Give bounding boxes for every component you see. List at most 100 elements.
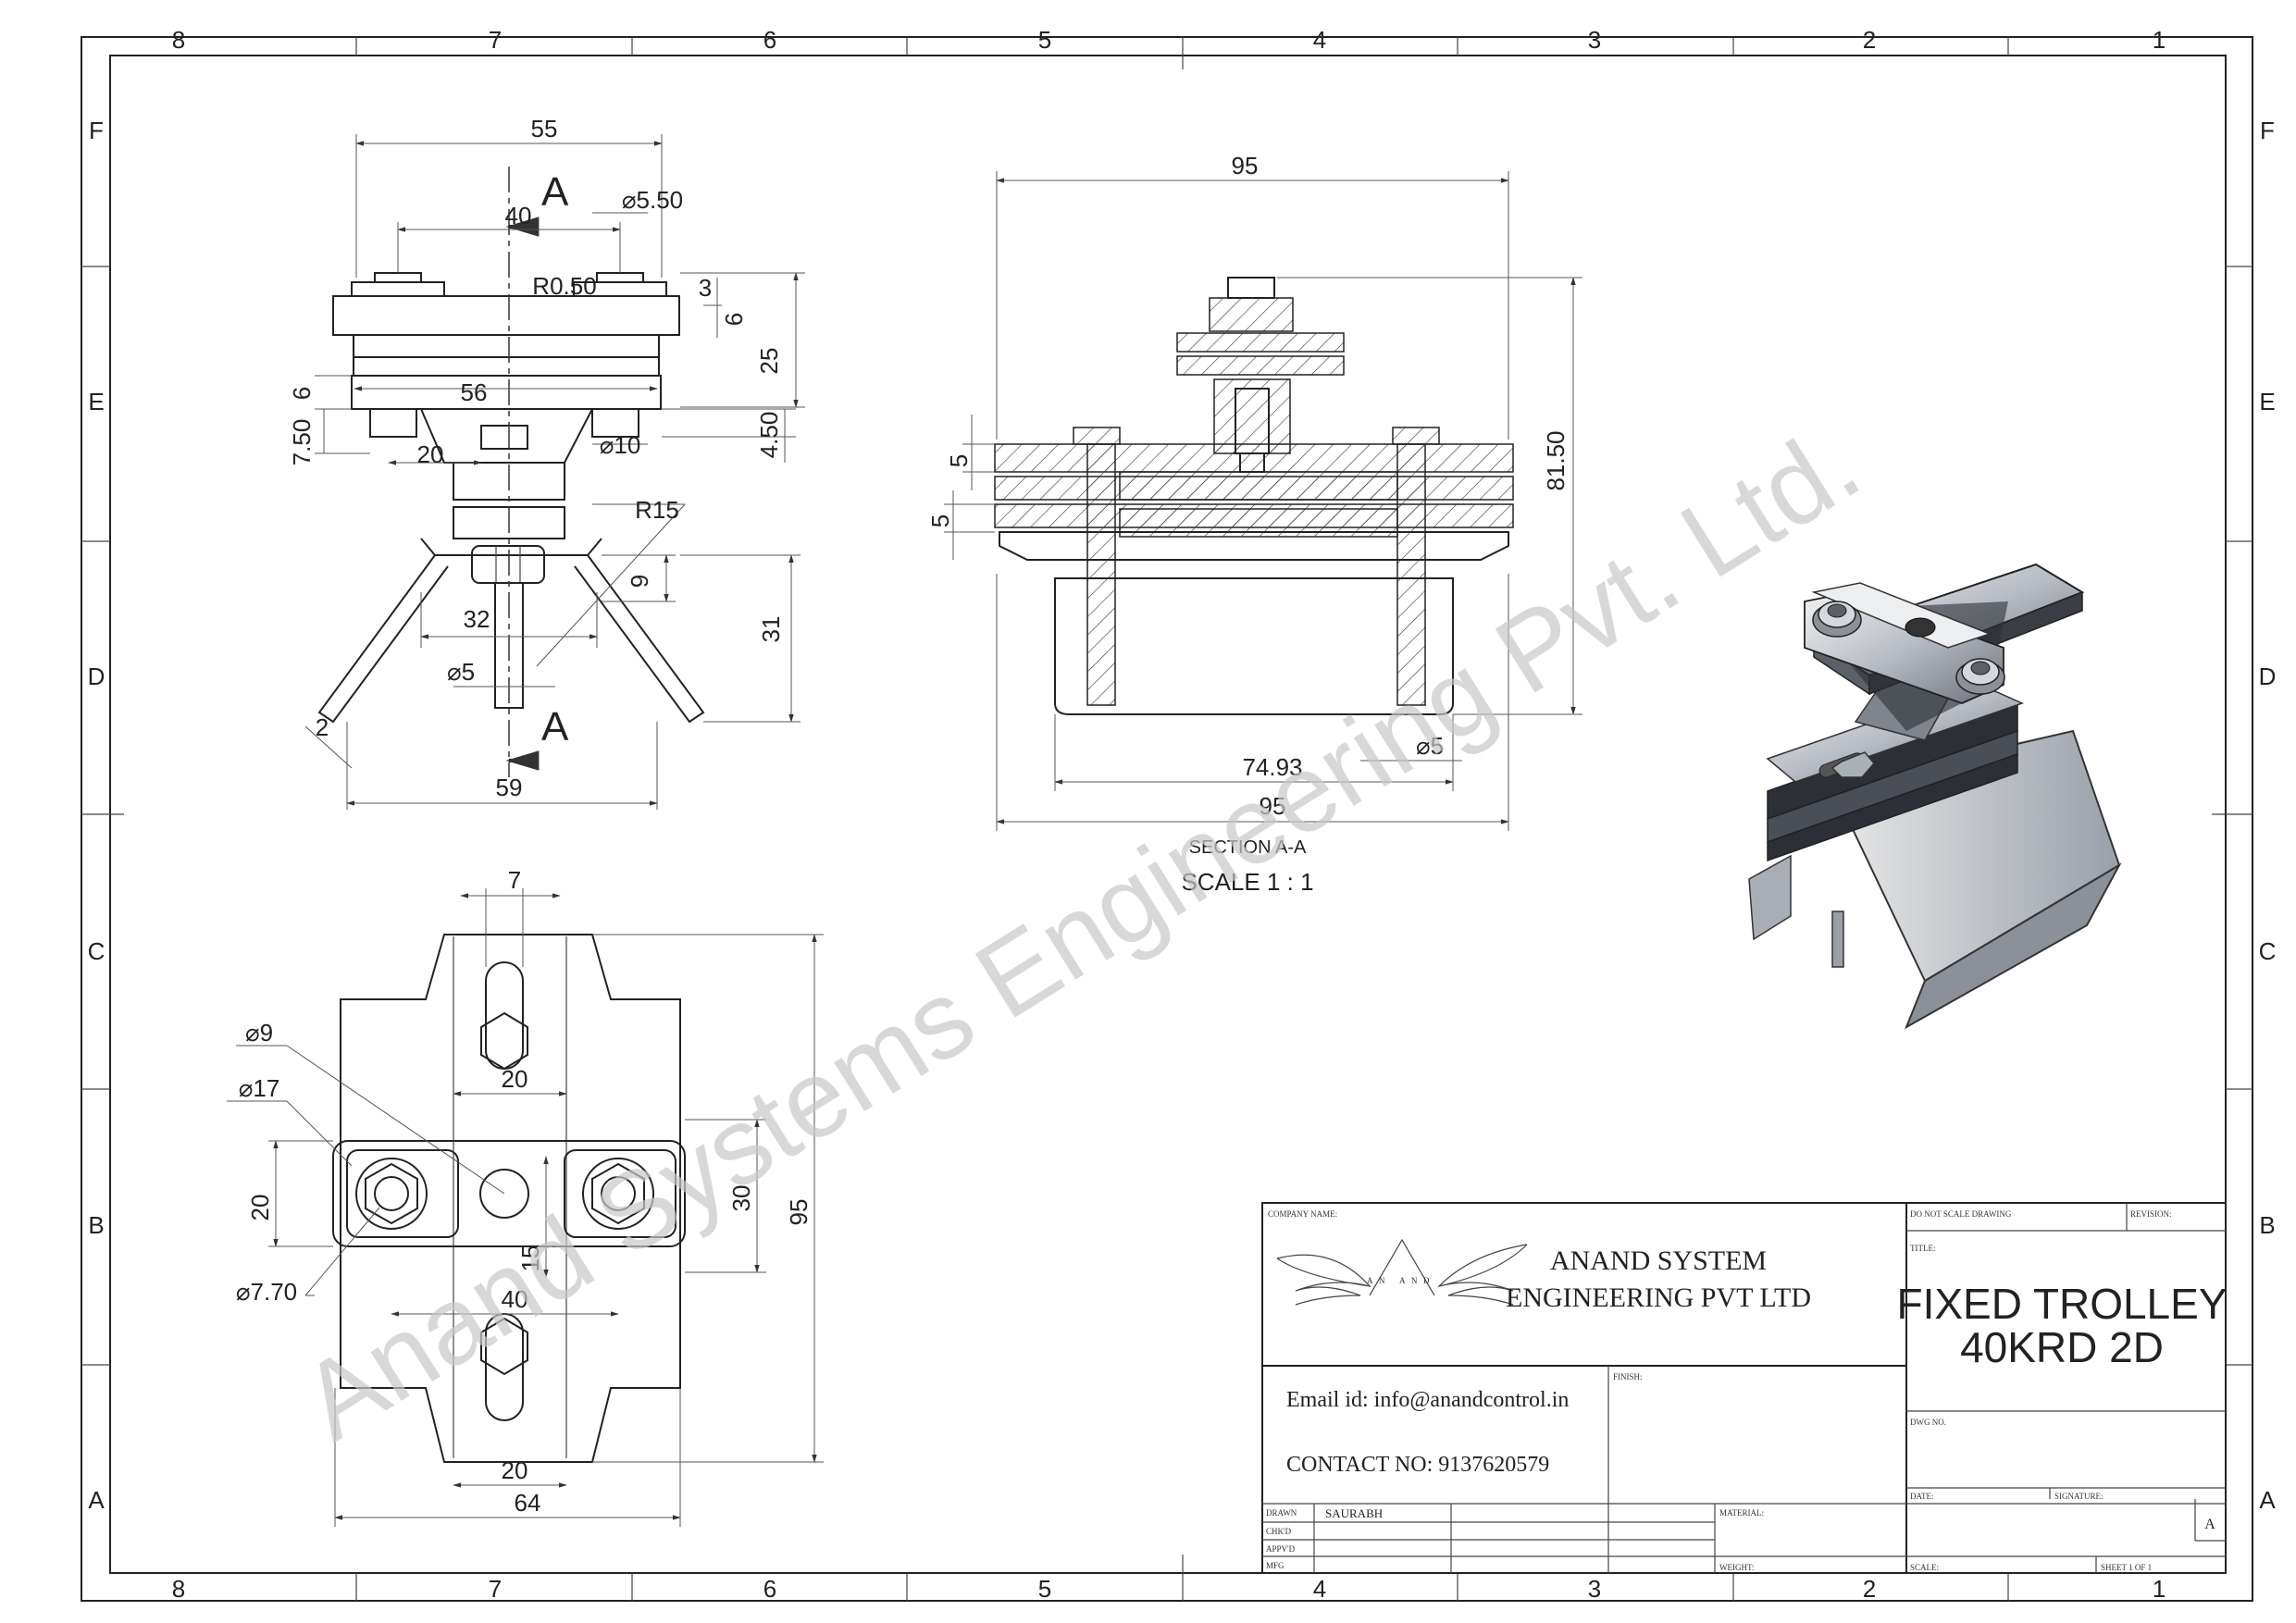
isometric-view (1748, 563, 2122, 1030)
dim: 20 (417, 440, 444, 468)
dim: 31 (757, 616, 785, 643)
zone-labels: 8 7 6 5 4 3 2 1 8 7 6 5 4 3 2 1 F E D C … (88, 26, 2277, 1603)
dim: ⌀5 (447, 658, 475, 686)
top-view: 7 20 ⌀9 ⌀17 20 30 95 15 ⌀7.70 40 20 64 (227, 866, 824, 1527)
dim: 9 (626, 575, 653, 588)
dim: 5 (945, 454, 973, 467)
company-line1: ANAND SYSTEM (1550, 1245, 1767, 1276)
svg-text:A: A (1399, 1276, 1406, 1285)
col-label: 1 (2153, 26, 2166, 54)
col-label: 6 (763, 26, 776, 54)
dim: 4.50 (755, 412, 783, 459)
dim: ⌀5 (1416, 732, 1444, 760)
dim: 20 (246, 1195, 274, 1221)
do-not-scale: DO NOT SCALE DRAWING (1910, 1209, 2012, 1219)
dim: 7.50 (288, 419, 316, 466)
dim: 95 (1232, 152, 1259, 180)
dim: 7 (508, 866, 521, 894)
outer-border (81, 36, 2253, 1602)
col-label: 3 (1588, 26, 1601, 54)
contact: CONTACT NO: 9137620579 (1286, 1453, 1549, 1477)
finish-label: FINISH: (1613, 1372, 1643, 1381)
dim: 56 (461, 378, 488, 406)
dim: 40 (505, 202, 532, 229)
dim: 74.93 (1242, 753, 1302, 781)
dim: R0.50 (532, 272, 596, 300)
dim: 5 (926, 514, 954, 527)
bolt-right (582, 1158, 654, 1230)
dim: 20 (502, 1065, 528, 1093)
col-label: 5 (1038, 26, 1051, 54)
col-label: 2 (1863, 26, 1876, 54)
role-approved: APPV'D (1266, 1544, 1296, 1554)
dim: 15 (516, 1245, 544, 1272)
dim: 64 (515, 1489, 541, 1517)
col-label: 7 (489, 1575, 502, 1603)
dim: 2 (316, 713, 329, 741)
bracket-arm-left (317, 554, 449, 724)
dim: ⌀7.70 (236, 1278, 297, 1306)
front-view: A A (288, 115, 805, 810)
title-block: COMPANY NAME: A N A N D ANAND SYSTEM ENG… (1261, 1202, 2228, 1574)
col-label: 8 (172, 1575, 185, 1603)
svg-text:N: N (1411, 1276, 1418, 1285)
base-shell (1054, 577, 1454, 715)
role-drawn: DRAWN (1266, 1508, 1297, 1518)
row-label: B (88, 1211, 104, 1239)
section-scale: SCALE 1 : 1 (1181, 868, 1313, 896)
role-mfg: MFG (1266, 1561, 1285, 1570)
svg-text:A: A (1367, 1276, 1373, 1285)
dim: 81.50 (1542, 430, 1570, 490)
section-mark-top: A (541, 169, 569, 215)
material-label: MATERIAL: (1719, 1508, 1764, 1518)
sheet-label: SHEET 1 OF 1 (2101, 1563, 2152, 1572)
dim: ⌀5.50 (622, 186, 683, 214)
dim: ⌀9 (245, 1019, 273, 1047)
role-checked: CHK'D (1266, 1527, 1292, 1536)
dim: 95 (1260, 792, 1286, 820)
left-pin (1086, 443, 1116, 706)
dim: 6 (720, 313, 748, 326)
bracket-arm-right (574, 554, 705, 724)
date-label: DATE: (1910, 1492, 1934, 1501)
dim: 3 (699, 274, 712, 302)
dim: 20 (502, 1456, 528, 1484)
col-label: 2 (1863, 1575, 1876, 1603)
section-caption: SECTION A-A (1189, 837, 1307, 858)
dim: 55 (531, 115, 558, 142)
col-label: 3 (1588, 1575, 1601, 1603)
nut (471, 545, 545, 584)
company-logo: A N A N D (1276, 1238, 1528, 1306)
revision-label: REVISION: (2130, 1209, 2172, 1219)
center-boss (1213, 378, 1291, 454)
zone-ticks (81, 37, 2253, 1601)
col-label: 4 (1313, 1575, 1326, 1603)
dim: ⌀17 (239, 1074, 280, 1102)
top-plate (332, 295, 680, 336)
middle-bar (351, 375, 662, 410)
row-label: F (89, 117, 104, 144)
email: Email id: info@anandcontrol.in (1286, 1388, 1569, 1412)
row-label: D (88, 663, 105, 690)
section-mark-bottom: A (541, 704, 569, 750)
signature-label: SIGNATURE: (2054, 1492, 2104, 1501)
svg-text:D: D (1423, 1276, 1430, 1285)
col-label: 6 (763, 1575, 776, 1603)
row-label: D (2259, 663, 2277, 690)
section-view: 95 5 5 81.50 ⌀5 74.93 95 SECTION A-A SCA… (926, 152, 1582, 896)
row-label: E (88, 388, 104, 415)
middle-plate (1119, 471, 1398, 501)
row-label: C (88, 937, 105, 965)
dim: 30 (727, 1185, 755, 1212)
row-label: A (2259, 1486, 2276, 1514)
col-label: 8 (172, 26, 185, 54)
dim: ⌀10 (600, 431, 641, 459)
col-label: 1 (2153, 1575, 2166, 1603)
drawing-title-line1: FIXED TROLLEY (1896, 1280, 2227, 1328)
dwg-no-label: DWG NO. (1910, 1418, 1946, 1427)
company-name-label: COMPANY NAME: (1268, 1209, 1337, 1219)
right-pin (1396, 443, 1426, 706)
company-line2: ENGINEERING PVT LTD (1506, 1282, 1811, 1313)
sheet-size: A (2204, 1517, 2215, 1532)
